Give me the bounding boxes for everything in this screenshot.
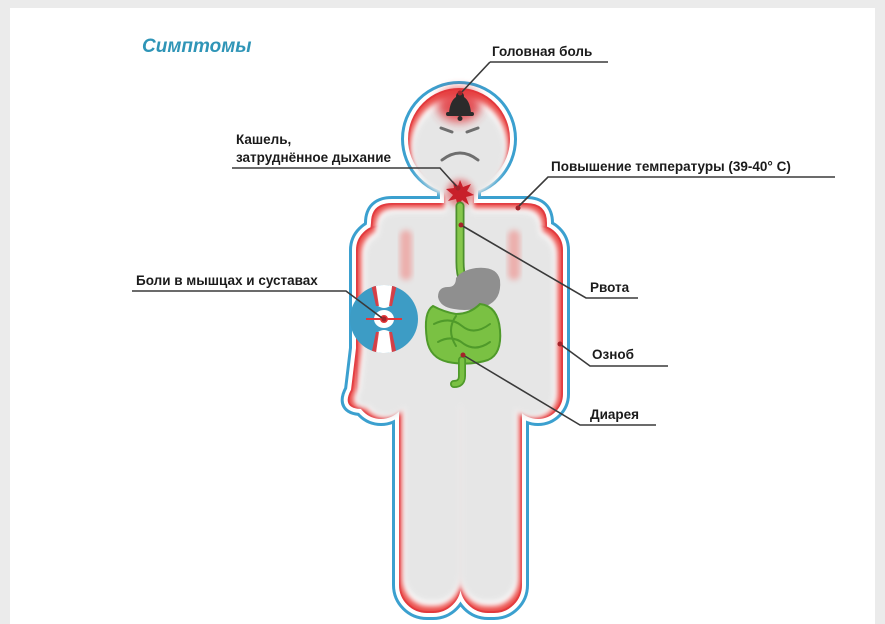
label-cough-line2: затруднённое дыхание — [236, 149, 391, 167]
label-vomiting: Рвота — [590, 279, 629, 297]
label-chills: Озноб — [592, 346, 634, 364]
label-muscle-pain: Боли в мышцах и суставах — [136, 272, 318, 290]
label-fever: Повышение температуры (39-40° С) — [551, 158, 791, 176]
label-cough-line1: Кашель, — [236, 131, 291, 149]
label-headache: Головная боль — [492, 43, 592, 61]
label-diarrhea: Диарея — [590, 406, 639, 424]
